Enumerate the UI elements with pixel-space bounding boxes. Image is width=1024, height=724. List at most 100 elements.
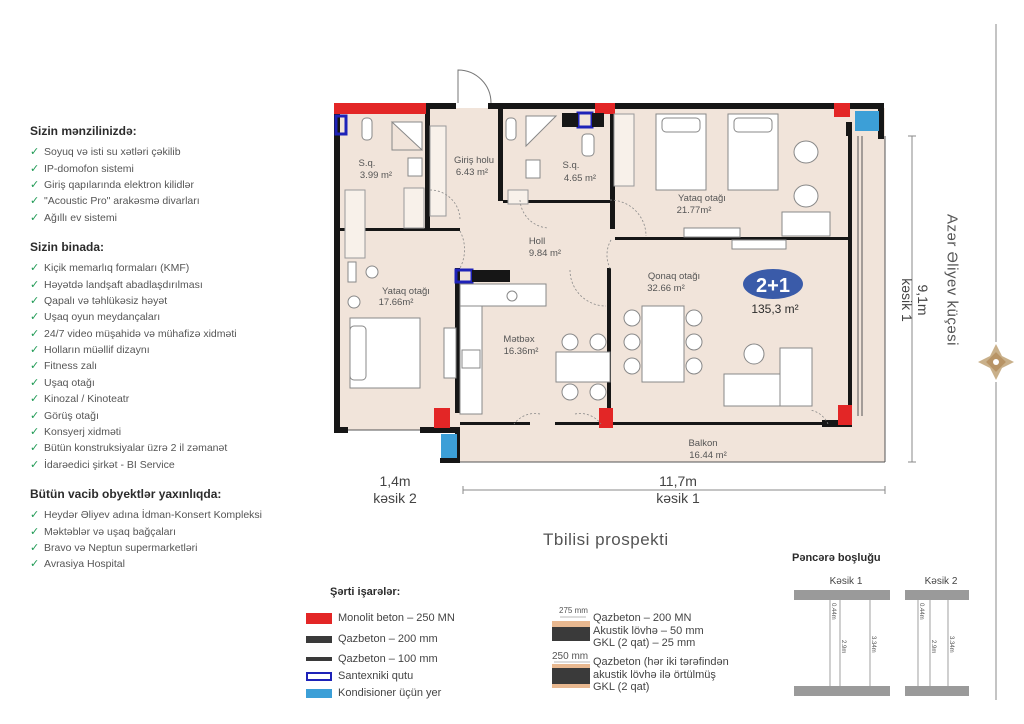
check-icon: ✓ — [30, 442, 40, 455]
window-section-drawing — [794, 590, 969, 696]
check-icon: ✓ — [30, 393, 40, 406]
list-item: ✓Uşaq oyun meydançaları — [30, 311, 161, 324]
compass-icon — [978, 344, 1014, 380]
features-apartment-title: Sizin mənzilinizdə: — [30, 124, 137, 138]
dimension-label: kəsik 2 — [373, 490, 417, 506]
room-name: Yataq otağı — [382, 286, 430, 297]
list-item: ✓Kinozal / Kinoteatr — [30, 393, 130, 406]
list-item: ✓Kiçik memarlıq formaları (KMF) — [30, 262, 190, 275]
wall-spec-1: Qazbeton – 200 MN Akustik lövhə – 50 mm … — [593, 612, 704, 649]
window-height-label: 3.34m — [870, 636, 876, 653]
dimension-label: kəsik 1 — [899, 278, 915, 322]
door-swings — [429, 189, 829, 425]
legend-item-block-100: Qazbeton – 100 mm — [306, 652, 438, 666]
room-area: 9.84 m² — [529, 248, 561, 259]
list-item: ✓Heydər Əliyev adına İdman-Konsert Kompl… — [30, 509, 262, 522]
room-area: 21.77m² — [677, 205, 712, 216]
legend-swatch — [306, 635, 332, 643]
list-item: ✓Fitness zalı — [30, 360, 98, 373]
check-icon: ✓ — [30, 262, 40, 275]
check-icon: ✓ — [30, 509, 40, 522]
features-nearby-list: ✓Heydər Əliyev adına İdman-Konsert Kompl… — [30, 507, 320, 573]
check-icon: ✓ — [30, 211, 40, 224]
list-item: ✓Konsyerj xidməti — [30, 426, 122, 439]
room-area: 6.43 m² — [456, 167, 488, 178]
wall-spec-2: Qazbeton (hər iki tərəfindən akustik löv… — [593, 656, 729, 693]
list-item: ✓Bravo və Neptun supermarketləri — [30, 542, 198, 554]
legend-swatch — [306, 612, 332, 624]
dimension-label: kəsik 1 — [656, 490, 700, 506]
list-item: ✓"Acoustic Pro" arakəsmə divarları — [30, 195, 200, 208]
wall-thickness-label: 250 mm — [552, 651, 589, 662]
legend-swatch — [306, 688, 332, 698]
list-item: ✓İdarəedici şirkət - BI Service — [30, 458, 175, 471]
list-item: ✓Qapalı və təhlükəsiz həyət — [30, 294, 168, 307]
check-icon: ✓ — [30, 426, 40, 439]
check-icon: ✓ — [30, 376, 40, 389]
legend-item-block-200: Qazbeton – 200 mm — [306, 632, 438, 646]
room-name: S.q. — [563, 160, 580, 171]
list-item: ✓24/7 video müşahidə və mühafizə xidməti — [30, 327, 237, 340]
balcony-floor — [455, 430, 885, 462]
dimension-lines — [462, 24, 997, 700]
list-item: ✓Holların müəllif dizaynı — [30, 344, 150, 357]
list-item: ✓Həyətdə landşaft abadlaşdırılması — [30, 278, 203, 291]
room-area: 16.36m² — [504, 346, 539, 357]
legend-item-ac: Kondisioner üçün yer — [306, 686, 441, 700]
check-icon: ✓ — [30, 162, 40, 175]
check-icon: ✓ — [30, 344, 40, 357]
list-item: ✓Bütün konstruksiyalar üzrə 2 il zəmanət — [30, 442, 228, 455]
dimension-value: 11,7m — [659, 473, 697, 489]
wardrobes — [344, 113, 635, 259]
plumbing-walls — [472, 113, 604, 282]
features-building-title: Sizin binada: — [30, 239, 105, 254]
legend-item-concrete: Monolit beton – 250 MN — [306, 611, 455, 625]
window-height-label: 0.44m — [918, 603, 924, 620]
room-name: S.q. — [359, 158, 376, 169]
features-apartment-list: ✓Soyuq və isti su xətləri çəkilib ✓IP-do… — [30, 144, 320, 226]
room-area: 32.66 m² — [647, 283, 685, 294]
list-item: ✓Soyuq və isti su xətləri çəkilib — [30, 146, 181, 159]
concrete-blocks — [334, 103, 852, 428]
list-item: ✓IP-domofon sistemi — [30, 162, 134, 175]
list-item: ✓Giriş qapılarında elektron kilidlər — [30, 178, 194, 191]
apartment-type: 2+1 — [756, 275, 790, 297]
list-item: ✓Uşaq otağı — [30, 376, 95, 389]
room-name: Qonaq otağı — [648, 271, 700, 282]
window-height-label: 0.44m — [830, 603, 836, 620]
room-area: 4.65 m² — [564, 173, 596, 184]
legend-title: Şərti işarələr: — [330, 586, 401, 598]
list-item: ✓Məktəblər və uşaq bağçaları — [30, 525, 176, 538]
living-furniture — [623, 305, 813, 407]
apartment-area: 135,3 m² — [751, 302, 798, 316]
dimension-value: 1,4m — [379, 473, 410, 489]
window-section-label: Kəsik 1 — [830, 576, 863, 587]
legend-swatch — [306, 671, 332, 681]
dimension-value: 9,1m — [915, 284, 931, 315]
check-icon: ✓ — [30, 311, 40, 324]
check-icon: ✓ — [30, 360, 40, 373]
legend-swatch — [306, 657, 332, 661]
room-area: 3.99 m² — [360, 170, 392, 181]
check-icon: ✓ — [30, 558, 40, 571]
check-icon: ✓ — [30, 458, 40, 471]
room-area: 17.66m² — [379, 297, 414, 308]
check-icon: ✓ — [30, 409, 40, 422]
window-section-label: Kəsik 2 — [925, 576, 958, 587]
room-name: Mətbəx — [503, 334, 534, 345]
room-name: Holl — [529, 236, 545, 247]
check-icon: ✓ — [30, 294, 40, 307]
list-item: ✓Görüş otağı — [30, 409, 99, 422]
check-icon: ✓ — [30, 178, 40, 191]
window-height-label: 2.9m — [840, 640, 846, 653]
wall-thickness-label: 275 mm — [559, 606, 588, 615]
check-icon: ✓ — [30, 327, 40, 340]
check-icon: ✓ — [30, 525, 40, 538]
window-height-label: 3.34m — [948, 636, 954, 653]
kitchen-fixtures — [459, 283, 611, 415]
window-section-title: Pəncərə boşluğu — [792, 552, 881, 564]
check-icon: ✓ — [30, 542, 40, 554]
legend-item-plumbing: Santexniki qutu — [306, 669, 413, 683]
bathroom-fixtures — [361, 115, 595, 179]
